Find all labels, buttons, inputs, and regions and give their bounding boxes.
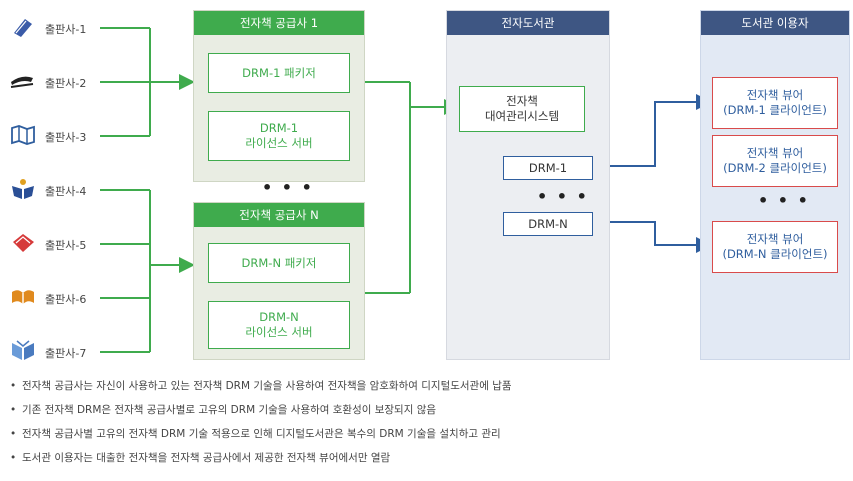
publisher-label: 출판사-3 xyxy=(45,131,87,144)
note-item: •도서관 이용자는 대출한 전자책을 전자책 공급사에서 제공한 전자책 뷰어에… xyxy=(10,452,391,464)
drmn-packager-box: DRM-N 패키저 xyxy=(208,243,350,283)
supplier-n-panel: 전자책 공급사 N DRM-N 패키저 DRM-N 라이선스 서버 xyxy=(193,202,365,360)
library-dots: • • • xyxy=(537,187,589,206)
library-panel: 전자도서관 전자책 대여관리시스템 DRM-1 • • • DRM-N xyxy=(446,10,610,360)
book-icon xyxy=(10,16,36,38)
supplier-1-title: 전자책 공급사 1 xyxy=(194,11,364,35)
person-book-icon xyxy=(10,178,36,200)
users-panel: 도서관 이용자 전자책 뷰어 (DRM-1 클라이언트) 전자책 뷰어 (DRM… xyxy=(700,10,850,360)
supplier-1-panel: 전자책 공급사 1 DRM-1 패키저 DRM-1 라이선스 서버 xyxy=(193,10,365,182)
users-title: 도서관 이용자 xyxy=(701,11,849,35)
rental-system-box: 전자책 대여관리시스템 xyxy=(459,86,585,132)
publisher-label: 출판사-5 xyxy=(45,239,87,252)
publisher-label: 출판사-4 xyxy=(45,185,87,198)
publisher-label: 출판사-7 xyxy=(45,347,87,360)
viewer-drmn-box: 전자책 뷰어 (DRM-N 클라이언트) xyxy=(712,221,838,273)
drm1-to-viewer1 xyxy=(592,94,712,167)
note-item: •전자책 공급사는 자신이 사용하고 있는 전자책 DRM 기술을 사용하여 전… xyxy=(10,380,512,392)
note-item: •전자책 공급사별 고유의 전자책 DRM 기술 적용으로 인해 디지털도서관은… xyxy=(10,428,501,440)
drm1-license-server-box: DRM-1 라이선스 서버 xyxy=(208,111,350,161)
publisher-label: 출판사-1 xyxy=(45,23,87,36)
drmN-to-viewerN xyxy=(592,221,712,253)
publisher-label: 출판사-6 xyxy=(45,293,87,306)
publisher-label: 출판사-2 xyxy=(45,77,87,90)
open-book-icon xyxy=(9,70,35,92)
orange-book-icon xyxy=(10,286,36,308)
blue-open-book-icon xyxy=(10,339,36,361)
drmn-box: DRM-N xyxy=(503,212,593,236)
drmn-license-server-box: DRM-N 라이선스 서버 xyxy=(208,301,350,349)
drm1-packager-box: DRM-1 패키저 xyxy=(208,53,350,93)
drm1-box: DRM-1 xyxy=(503,156,593,180)
map-icon xyxy=(10,124,36,146)
users-dots: • • • xyxy=(758,191,810,210)
note-item: •기존 전자책 DRM은 전자책 공급사별로 고유의 DRM 기술을 사용하여 … xyxy=(10,404,437,416)
library-title: 전자도서관 xyxy=(447,11,609,35)
supplier-n-title: 전자책 공급사 N xyxy=(194,203,364,227)
viewer-drm2-box: 전자책 뷰어 (DRM-2 클라이언트) xyxy=(712,135,838,187)
supplier-dots: • • • xyxy=(262,178,314,197)
viewer-drm1-box: 전자책 뷰어 (DRM-1 클라이언트) xyxy=(712,77,838,129)
red-book-icon xyxy=(10,232,36,254)
